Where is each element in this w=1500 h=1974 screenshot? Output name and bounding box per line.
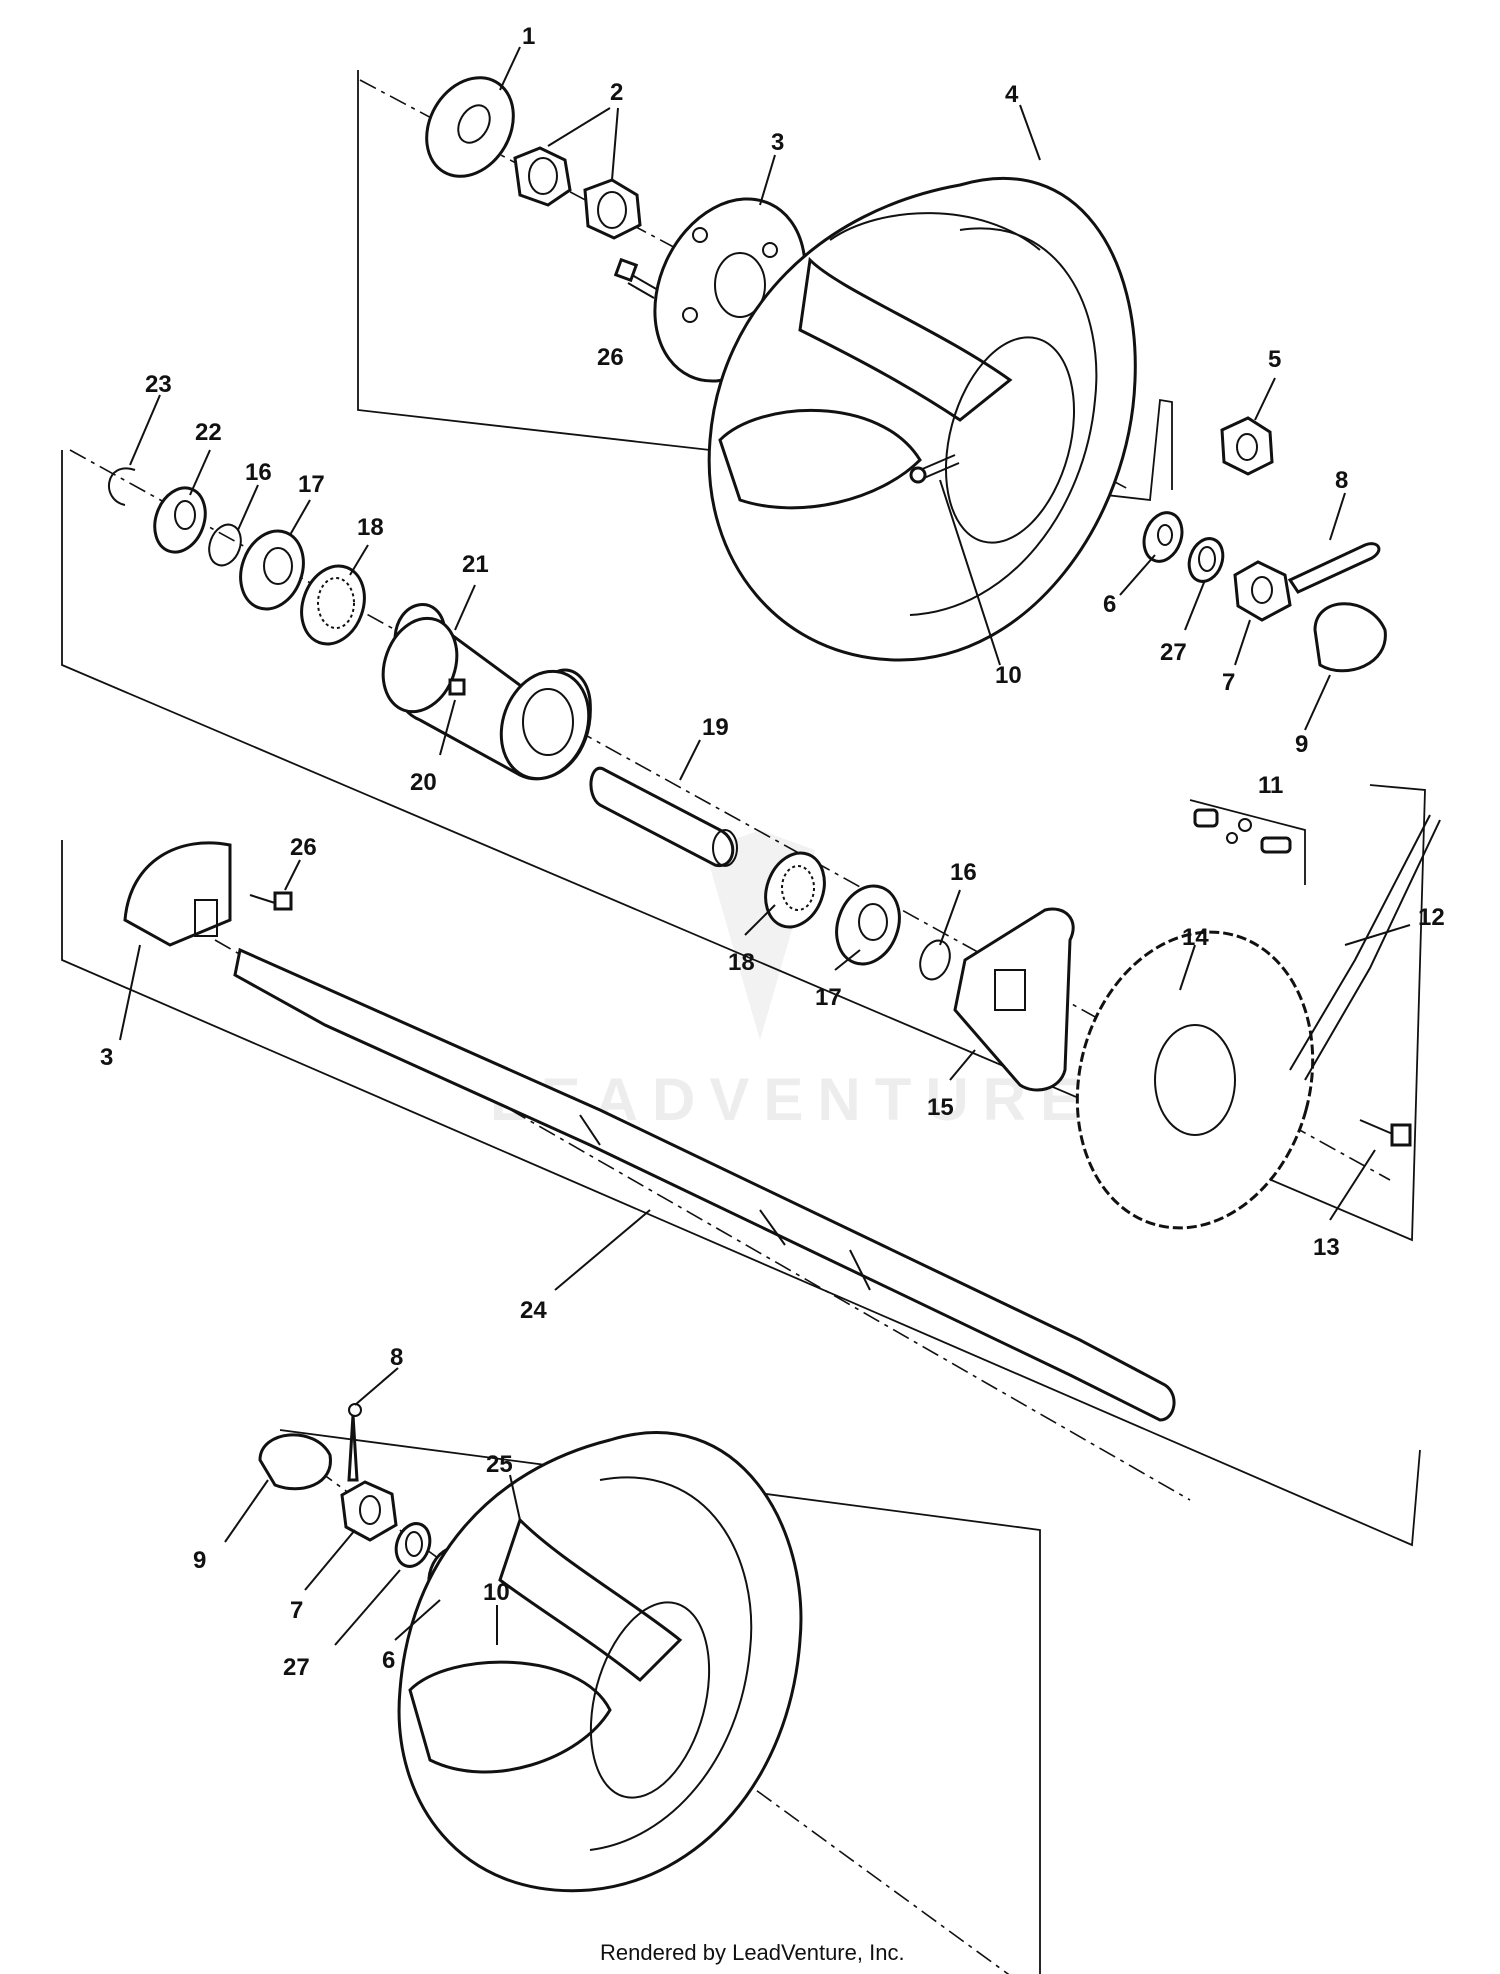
callout-17-upper: 17: [298, 471, 325, 498]
callout-6-upper: 6: [1103, 591, 1116, 618]
callout-8-upper: 8: [1335, 467, 1348, 494]
callout-11: 11: [1258, 772, 1283, 799]
nut-5: [1220, 416, 1274, 476]
callout-9-upper: 9: [1295, 731, 1308, 758]
callout-1: 1: [522, 23, 535, 50]
callout-25: 25: [486, 1451, 513, 1478]
callout-24: 24: [520, 1297, 547, 1324]
snap-ring-23: [108, 467, 136, 506]
bolt-13: [1359, 1119, 1412, 1147]
grease-fitting-20: [448, 678, 466, 696]
callout-22: 22: [195, 419, 222, 446]
callout-27-lower: 27: [283, 1654, 310, 1681]
sprocket-hub-15: [953, 907, 1075, 1092]
needle-bearing-18-lower: [764, 851, 826, 929]
washer-1: [425, 76, 515, 178]
callout-14: 14: [1182, 924, 1209, 951]
bolt-26-lower: [249, 891, 293, 911]
seal-17-lower: [835, 884, 901, 966]
callout-10-lower: 10: [483, 1579, 510, 1606]
callout-27-upper: 27: [1160, 639, 1187, 666]
leader-lines: [119, 46, 1411, 1646]
callout-13: 13: [1313, 1234, 1340, 1261]
o-ring-16-lower: [919, 939, 951, 981]
stud-10-upper: [909, 454, 960, 484]
cotter-pin-8-lower: [347, 1403, 362, 1482]
assembly-frames: [61, 70, 1426, 1974]
callout-15: 15: [927, 1094, 954, 1121]
cotter-pin-8-upper: [1287, 542, 1381, 594]
seal-17-upper: [239, 529, 305, 611]
castle-nut-7-lower: [340, 1480, 398, 1542]
hub-cap-9-upper: [1313, 602, 1387, 673]
callout-19: 19: [702, 714, 729, 741]
callout-4: 4: [1005, 81, 1019, 108]
callout-7-upper: 7: [1222, 669, 1235, 696]
callout-16-upper: 16: [245, 459, 272, 486]
callout-18-lower: 18: [728, 949, 755, 976]
sprocket-14: [1075, 930, 1315, 1230]
washer-27-lower: [394, 1522, 432, 1568]
needle-bearing-18-upper: [300, 564, 366, 646]
callout-3-lower: 3: [100, 1044, 113, 1071]
bearing-22: [153, 486, 207, 554]
bolt-26-upper: [613, 257, 659, 299]
callout-21: 21: [462, 551, 489, 578]
callout-7-lower: 7: [290, 1597, 303, 1624]
axle-24: [233, 947, 1176, 1422]
callout-2: 2: [610, 79, 623, 106]
callout-26-upper: 26: [597, 344, 624, 371]
tire-wheel-25: [397, 1431, 803, 1893]
lock-nut-2a: [513, 146, 572, 207]
callout-12: 12: [1418, 904, 1445, 931]
callout-10-upper: 10: [995, 662, 1022, 689]
callout-3-upper: 3: [771, 129, 784, 156]
callout-labels: 1 2 3 4 26 5 8 6 27 7 10 9 11 12 23 22 1…: [100, 23, 1445, 1681]
callout-18-upper: 18: [357, 514, 384, 541]
callout-23: 23: [145, 371, 172, 398]
callout-9-lower: 9: [193, 1547, 206, 1574]
callout-16-lower: 16: [950, 859, 977, 886]
master-link-11: [1193, 808, 1292, 854]
tire-wheel-4: [707, 177, 1137, 662]
washer-6-upper: [1142, 511, 1184, 563]
callout-26-lower: 26: [290, 834, 317, 861]
castle-nut-7-upper: [1233, 560, 1292, 622]
drive-chain-12: [1289, 814, 1441, 1081]
washer-27-upper: [1187, 537, 1225, 583]
o-ring-16-upper: [208, 523, 242, 567]
lock-nut-2b: [583, 178, 642, 240]
callout-20: 20: [410, 769, 437, 796]
callout-17-lower: 17: [815, 984, 842, 1011]
hub-cap-9-lower: [258, 1433, 332, 1491]
callout-6-lower: 6: [382, 1647, 395, 1674]
footer-credit: Rendered by LeadVenture, Inc.: [600, 1940, 905, 1965]
callout-8-lower: 8: [390, 1344, 403, 1371]
bearing-housing-21: [381, 603, 592, 781]
spacer-19: [589, 766, 738, 867]
axle-hub-3-left: [123, 841, 232, 947]
callout-5: 5: [1268, 346, 1281, 373]
